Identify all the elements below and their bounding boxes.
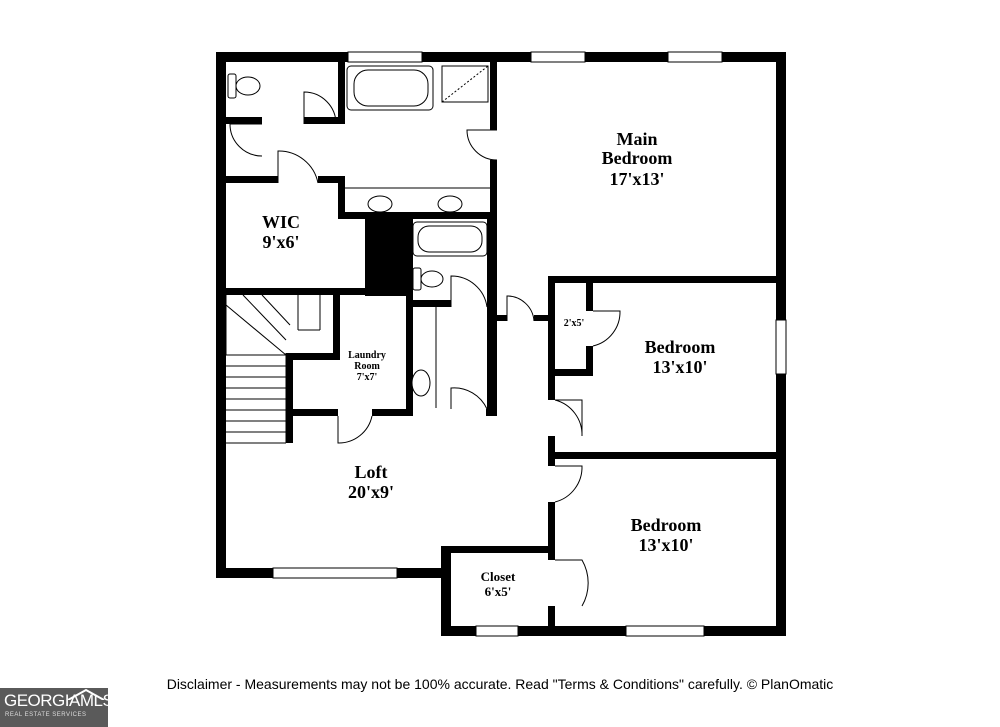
- disclaimer-text: Disclaimer - Measurements may not be 100…: [166, 676, 834, 692]
- closet-label: Closet: [481, 569, 516, 584]
- bedroom-lower-size: 13'x10': [638, 535, 693, 555]
- main-bedroom-size: 17'x13': [609, 169, 664, 189]
- sink-icon: [437, 195, 463, 213]
- fixtures: [227, 65, 490, 408]
- toilet-icon: [227, 73, 237, 99]
- wic-label: WIC: [262, 212, 300, 232]
- small-closet-size: 2'x5': [564, 318, 585, 329]
- windows: [272, 51, 787, 637]
- main-bedroom-label: Main: [616, 129, 657, 149]
- sink-icon: [411, 369, 431, 397]
- logo-wordmark: GEORGIAMLS: [4, 691, 114, 710]
- main-bedroom-label: Bedroom: [602, 148, 673, 168]
- sink-icon: [367, 195, 393, 213]
- wic-size: 9'x6': [262, 232, 299, 252]
- loft-size: 20'x9': [348, 482, 394, 502]
- bedroom-upper-label: Bedroom: [645, 337, 716, 357]
- toilet-icon: [412, 267, 422, 291]
- closet-size: 6'x5': [485, 584, 512, 599]
- floor-plan: Main Bedroom 17'x13' WIC 9'x6' 2'x5' Bed…: [216, 51, 787, 637]
- laundry-label: Laundry: [348, 350, 386, 361]
- brand-logo: GEORGIAMLS REAL ESTATE SERVICES: [0, 688, 114, 727]
- logo-tagline: REAL ESTATE SERVICES: [5, 712, 87, 718]
- staircase: [225, 294, 321, 444]
- laundry-label: Room: [354, 361, 380, 372]
- house-roof-icon: [67, 688, 105, 700]
- loft-label: Loft: [355, 462, 388, 482]
- doors: [229, 91, 621, 607]
- interior-walls: [226, 62, 786, 636]
- laundry-size: 7'x7': [357, 372, 378, 383]
- bedroom-lower-label: Bedroom: [631, 515, 702, 535]
- room-labels: Main Bedroom 17'x13' WIC 9'x6' 2'x5' Bed…: [262, 129, 715, 599]
- bedroom-upper-size: 13'x10': [652, 357, 707, 377]
